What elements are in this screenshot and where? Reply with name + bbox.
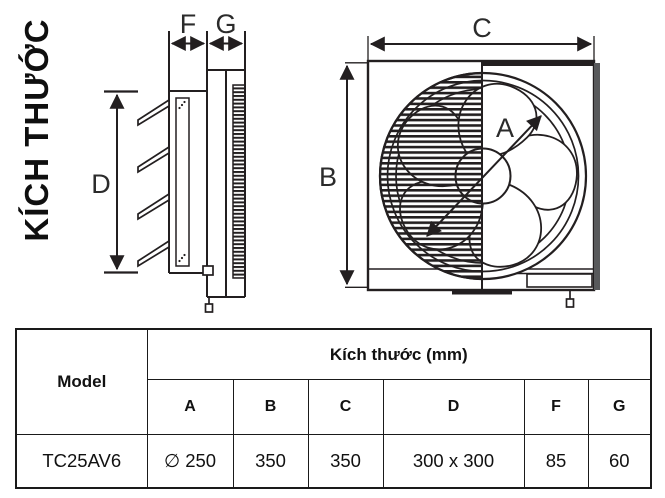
dim-label-b: B bbox=[319, 162, 337, 192]
frame-shadow bbox=[594, 63, 600, 290]
dim-label-a: A bbox=[496, 113, 514, 143]
dimension-header-cell: Kích thước (mm) bbox=[146, 328, 652, 380]
screw-marks bbox=[178, 100, 186, 263]
dimension-d: D bbox=[91, 90, 138, 274]
dimension-f: F bbox=[170, 9, 206, 51]
dim-label-c: C bbox=[472, 13, 492, 43]
value-g: 60 bbox=[587, 434, 652, 489]
value-a: ∅ 250 bbox=[146, 434, 234, 489]
side-louver-slats bbox=[137, 98, 170, 268]
grille-outline bbox=[378, 71, 484, 281]
column-header-a: A bbox=[146, 379, 234, 435]
dimension-g: G bbox=[208, 9, 244, 51]
column-header-c: C bbox=[307, 379, 384, 435]
spec-table-section: Model Kích thước (mm) A B C D F G TC25AV… bbox=[15, 328, 653, 489]
frame-top-rail bbox=[482, 61, 594, 66]
dimension-table: Model Kích thước (mm) A B C D F G TC25AV… bbox=[15, 328, 653, 489]
model-header-cell: Model bbox=[15, 328, 148, 435]
model-value-cell: TC25AV6 bbox=[15, 434, 148, 489]
value-c: 350 bbox=[307, 434, 384, 489]
column-header-f: F bbox=[523, 379, 589, 435]
dim-label-g: G bbox=[215, 9, 236, 39]
value-d: 300 x 300 bbox=[382, 434, 525, 489]
value-b: 350 bbox=[232, 434, 309, 489]
side-tab bbox=[202, 265, 214, 276]
side-shutter-stack bbox=[232, 84, 246, 279]
front-bottom-bar bbox=[452, 289, 512, 295]
dimension-a: A bbox=[426, 113, 542, 237]
column-header-d: D bbox=[382, 379, 525, 435]
front-view-drawing: A B C bbox=[319, 13, 600, 308]
dimension-drawing: F G D bbox=[91, 9, 600, 313]
dim-label-d: D bbox=[91, 169, 111, 199]
side-pull-cord bbox=[204, 297, 214, 313]
value-f: 85 bbox=[523, 434, 589, 489]
table-row: TC25AV6 ∅ 250 350 350 300 x 300 85 60 bbox=[15, 434, 652, 489]
dimension-c: C bbox=[367, 13, 595, 61]
side-inner-panel bbox=[175, 97, 190, 267]
column-header-g: G bbox=[587, 379, 652, 435]
dimension-b: B bbox=[319, 62, 368, 288]
side-view-drawing: F G D bbox=[91, 9, 246, 313]
column-header-b: B bbox=[232, 379, 309, 435]
grille-stripes bbox=[380, 73, 483, 279]
dim-label-f: F bbox=[180, 9, 197, 39]
front-pull-cord bbox=[565, 290, 575, 308]
